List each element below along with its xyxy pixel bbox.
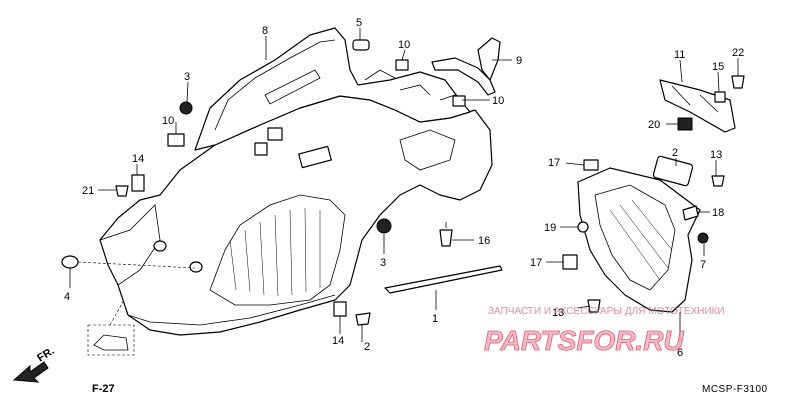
fender-grommet-2: [267, 127, 283, 141]
fender-left-flap: [99, 204, 161, 286]
callout-16: 16: [478, 235, 490, 247]
callout-3-right: 3: [380, 257, 386, 269]
callout-10-left: 10: [162, 115, 174, 127]
bolt-18: [682, 205, 699, 221]
clip-10-top: [395, 59, 409, 71]
callout-22: 22: [732, 47, 744, 59]
nut-3-right: [376, 218, 392, 234]
fender-rail-slot: [264, 69, 321, 105]
leader-lines: [69, 28, 739, 342]
fender-hole-2: [189, 261, 203, 273]
callout-10-top: 10: [398, 39, 410, 51]
clip-17-top: [583, 159, 599, 171]
front-arrow-icon: [12, 361, 49, 383]
bolt-16: [439, 229, 453, 247]
callout-2-right: 2: [672, 147, 678, 159]
clip-17-bottom: [562, 254, 578, 270]
fender-ribs: [229, 207, 321, 297]
washer-15: [714, 91, 726, 103]
callout-labels: 8 5 10 9 3 10 14 21 4 3 16 1 14 2 10 11 …: [64, 17, 744, 359]
callout-8: 8: [262, 25, 268, 37]
callout-13-right: 13: [710, 149, 722, 161]
callout-14-left: 14: [132, 153, 144, 165]
diagram-code: MCSP-F3100: [702, 384, 768, 395]
rear-fender: [99, 27, 493, 336]
nut-14-left: [131, 174, 145, 192]
fender-tab: [298, 145, 332, 169]
nut-20: [677, 117, 693, 131]
reference-leader: [109, 299, 125, 326]
screw-2: [355, 312, 371, 326]
callout-1: 1: [432, 313, 438, 325]
callout-15: 15: [712, 61, 724, 73]
callout-17-top: 17: [548, 157, 560, 169]
nut-14-bottom: [333, 301, 347, 317]
callout-2-bottom: 2: [364, 341, 370, 353]
reference-part: [93, 334, 129, 351]
callout-10-right: 10: [492, 95, 504, 107]
callout-19: 19: [544, 222, 556, 234]
reflector-bracket-lines: [671, 85, 719, 113]
license-bracket-inner: [594, 184, 676, 291]
fender-bottom-lip: [127, 294, 336, 326]
bolt-21: [115, 185, 129, 197]
front-label: FR.: [35, 345, 56, 365]
callout-7: 7: [700, 259, 706, 271]
callout-18: 18: [712, 207, 724, 219]
license-bracket: [577, 167, 701, 313]
rear-fender-body: [99, 95, 493, 336]
license-light-rod: [384, 265, 503, 294]
clip-10-right: [452, 95, 466, 107]
grommet-4: [61, 255, 79, 269]
clip-10-left: [167, 133, 185, 147]
fender-right-bracket: [399, 129, 456, 171]
callout-14-bottom: 14: [332, 335, 344, 347]
callout-4: 4: [64, 291, 70, 303]
nut-7: [697, 232, 709, 244]
license-bracket-ribs: [609, 199, 673, 281]
callout-6: 6: [677, 347, 683, 359]
watermark-logo: PARTSFOR.RU: [484, 325, 684, 356]
fender-rail-inner: [214, 39, 336, 131]
cushion-5: [352, 39, 370, 51]
fender-grommet-1: [254, 142, 268, 156]
fender-inner-panel: [209, 194, 346, 306]
reference-label: F-27: [92, 383, 115, 395]
watermark-tagline: ЗАПЧАСТИ И АКСЕССУАРЫ ДЛЯ МОТОТЕХНИКИ: [488, 306, 725, 317]
bolt-13-bottom: [587, 299, 601, 313]
callout-3-left: 3: [184, 71, 190, 83]
callout-9: 9: [516, 55, 522, 67]
fender-hole-1: [153, 240, 167, 252]
callout-5: 5: [356, 17, 362, 29]
screw-19: [577, 221, 589, 233]
callout-21: 21: [82, 185, 94, 197]
fender-top-rail: [194, 27, 471, 151]
callout-20: 20: [648, 119, 660, 131]
callout-11: 11: [674, 49, 685, 61]
nut-3-left: [179, 101, 193, 115]
rear-strap: [431, 57, 496, 96]
callout-17-bottom: 17: [530, 257, 542, 269]
reference-box: [87, 324, 135, 356]
bolt-13-right: [711, 175, 725, 187]
callout-13-bottom: 13: [552, 307, 564, 319]
bolt-22: [731, 75, 745, 89]
